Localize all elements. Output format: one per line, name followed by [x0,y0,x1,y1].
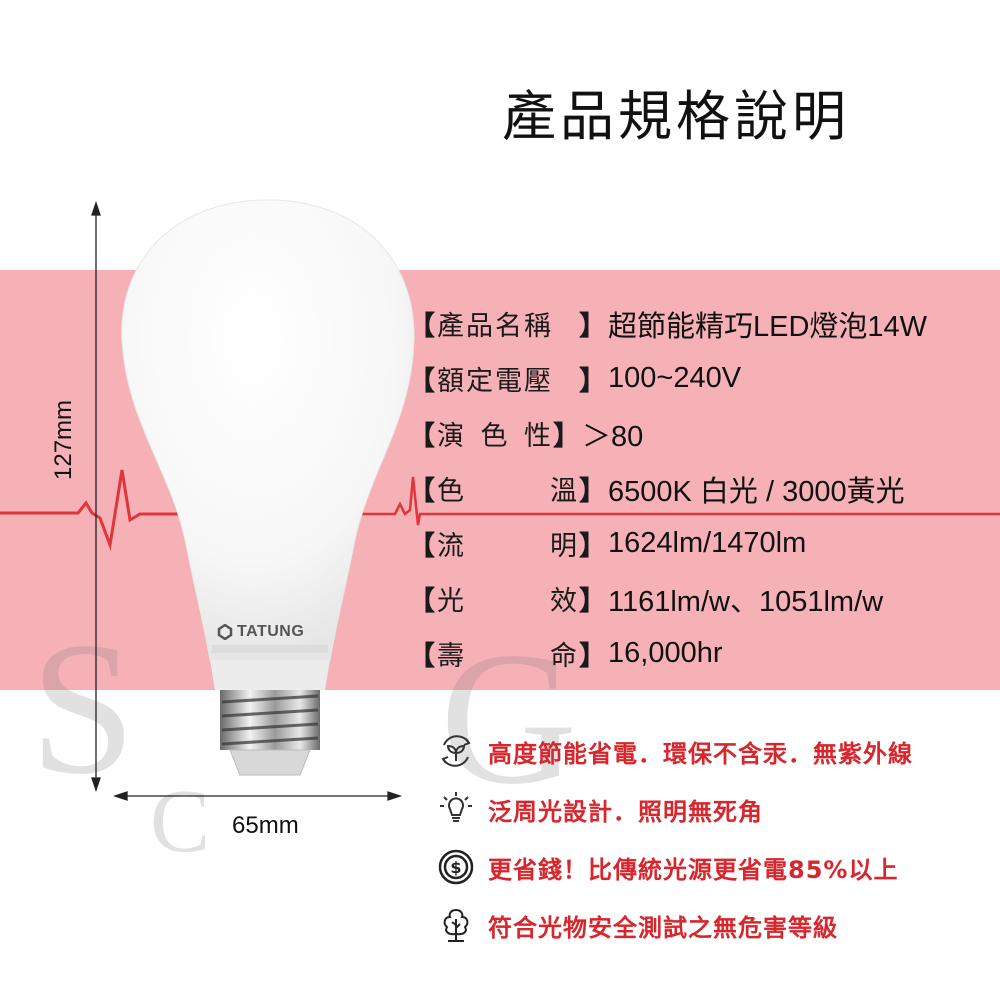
feature-item: 符合光物安全測試之無危害等級 [436,896,913,954]
feature-text: 符合光物安全測試之無危害等級 [488,913,838,942]
tree-icon [436,905,476,945]
spec-row-efficacy: 【光效】 1161lm/w、1051lm/w [408,571,1000,626]
brand-logo: TATUNG [217,623,304,641]
spec-row-lifespan: 【壽命】 16,000hr [408,637,723,672]
spec-value: 6500K 白光 / 3000黃光 [608,475,905,508]
height-dimension-label: 127mm [50,399,77,480]
spec-value: 16,000hr [608,637,723,669]
page-title: 產品規格說明 [502,85,850,148]
feature-text: 泛周光設計．照明無死角 [488,797,763,826]
feature-text: 更省錢！比傳統光源更省電85%以上 [488,855,899,884]
spec-row-product-name: 【產品名稱】 超節能精巧LED燈泡14W [408,296,1000,351]
feature-item: $ 更省錢！比傳統光源更省電85%以上 [436,838,913,896]
feature-text: 高度節能省電．環保不含汞．無紫外線 [488,739,913,768]
spec-value: 100~240V [608,362,742,394]
spec-value: 1161lm/w、1051lm/w [608,585,884,618]
eco-recycle-leaf-icon [436,731,476,771]
tatung-logo-icon [217,624,233,640]
spec-value: ＞80 [582,420,644,453]
brand-name: TATUNG [237,623,305,640]
spec-row-cri: 【演色性】 ＞80 [408,406,1000,461]
spec-value: 超節能精巧LED燈泡14W [608,310,928,343]
light-bulb-icon [436,789,476,829]
spec-row-rated-voltage: 【額定電壓】 100~240V [408,362,742,397]
spec-value: 1624lm/1470lm [608,527,807,559]
width-dimension-label: 65mm [232,812,299,839]
feature-item: 泛周光設計．照明無死角 [436,780,913,838]
spec-row-luminous-flux: 【流明】 1624lm/1470lm [408,527,807,562]
spec-row-color-temp: 【色溫】 6500K 白光 / 3000黃光 [408,461,1000,516]
feature-item: 高度節能省電．環保不含汞．無紫外線 [436,722,913,780]
spec-list: 【產品名稱】 超節能精巧LED燈泡14W 【額定電壓】 100~240V 【演色… [408,296,1000,681]
dollar-coin-icon: $ [436,847,476,887]
feature-list: 高度節能省電．環保不含汞．無紫外線 泛周光設計．照明無死角 $ 更省錢！比傳統光… [436,722,913,954]
svg-text:$: $ [450,858,461,877]
